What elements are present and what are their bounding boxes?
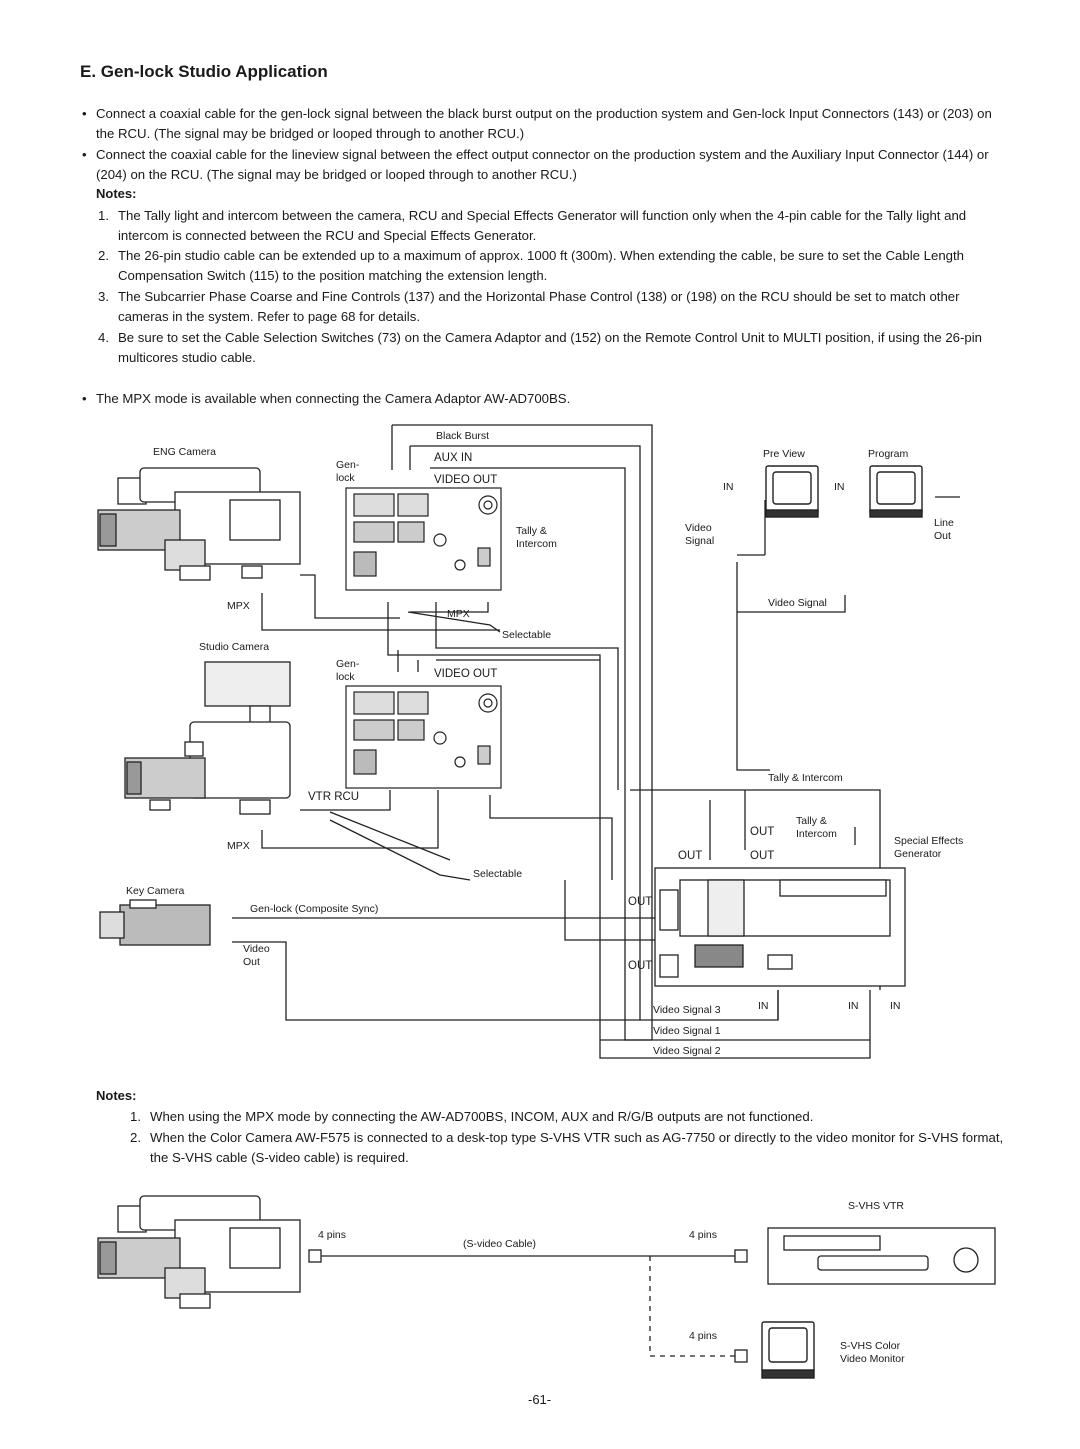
note-number: 2. <box>98 248 109 263</box>
genlock-composite-label: Gen-lock (Composite Sync) <box>250 903 379 915</box>
aux-in-line <box>410 445 641 1020</box>
page-number: -61- <box>528 1392 552 1407</box>
svhs-vtr-drawing <box>767 1227 996 1285</box>
note-number: 1. <box>130 1109 141 1124</box>
video-out-label-1: VIDEO OUT <box>434 474 498 486</box>
studio-camera-drawing <box>124 661 291 815</box>
svhs-monitor-drawing <box>761 1321 815 1379</box>
note-1-4: 4. Be sure to set the Cable Selection Sw… <box>98 328 1006 368</box>
eng-camera-drawing <box>97 467 301 581</box>
in-label-4: IN <box>848 1000 859 1012</box>
key-camera-label: Key Camera <box>126 885 185 897</box>
video-signal-2-line <box>387 602 871 1059</box>
video-signal-3-label: Video Signal 3 <box>653 1004 721 1016</box>
black-burst-line <box>392 424 653 1040</box>
black-burst-label: Black Burst <box>436 430 490 442</box>
video-signal-2-label: Video Signal 2 <box>653 1045 721 1057</box>
svhs-pins-label-2: 4 pins <box>689 1229 718 1241</box>
note-text: The Subcarrier Phase Coarse and Fine Con… <box>118 289 960 324</box>
special-effects-label: Special Effects Generator <box>894 835 964 860</box>
svhs-vtr-plug <box>734 1249 748 1263</box>
bullet-lineview: Connect the coaxial cable for the linevi… <box>82 145 1006 185</box>
program-monitor-drawing <box>869 465 923 518</box>
bullet-genlock: Connect a coaxial cable for the gen-lock… <box>82 104 1006 144</box>
note-text: When the Color Camera AW-F575 is connect… <box>150 1130 1004 1165</box>
note-2-2: 2. When the Color Camera AW-F575 is conn… <box>130 1128 1006 1168</box>
out-label-a: OUT <box>750 826 775 838</box>
mpx-label-1: MPX <box>227 600 250 612</box>
svhs-pins-label-3: 4 pins <box>689 1330 718 1342</box>
note-text: The 26-pin studio cable can be extended … <box>118 248 964 283</box>
vtr-rcu-label: VTR RCU <box>308 791 360 803</box>
selectable-label-1: Selectable <box>502 629 552 641</box>
video-signal-monitor-label: Video Signal <box>685 522 715 547</box>
note-text: The Tally light and intercom between the… <box>118 208 967 243</box>
svhs-vtr-label: S-VHS VTR <box>848 1200 905 1212</box>
out-label-e: OUT <box>628 960 653 972</box>
svhs-camera-plug <box>308 1249 322 1263</box>
preview-label: Pre View <box>763 448 805 460</box>
key-camera-drawing <box>99 899 211 946</box>
studio-camera-label: Studio Camera <box>199 641 270 653</box>
note-number: 3. <box>98 289 109 304</box>
video-signal-label: Video Signal <box>768 597 827 609</box>
rcu-unit-1 <box>345 487 502 591</box>
mpx-line-1 <box>261 593 500 631</box>
note-1-1: 1. The Tally light and intercom between … <box>98 206 1006 246</box>
note-number: 2. <box>130 1130 141 1145</box>
note-text: Be sure to set the Cable Selection Switc… <box>118 330 982 365</box>
special-effects-generator-drawing <box>654 867 906 987</box>
svideo-cable-label: (S-video Cable) <box>463 1238 536 1250</box>
out-label-c: OUT <box>750 850 775 862</box>
in-label-3: IN <box>758 1000 769 1012</box>
tally-intercom-label-2: Tally & Intercom <box>796 815 837 840</box>
rcu-tally-intercom-label: Tally & Intercom <box>516 525 557 550</box>
line-out-label: Line Out <box>934 517 954 542</box>
svhs-pins-label-1: 4 pins <box>318 1229 347 1241</box>
key-video-out-label: Video Out <box>243 943 270 968</box>
out-label-b: OUT <box>678 850 703 862</box>
video-signal-1-label: Video Signal 1 <box>653 1025 721 1037</box>
note-2-1: 1. When using the MPX mode by connecting… <box>130 1107 1006 1127</box>
notes-heading-1: Notes: <box>96 186 137 201</box>
genlock-label-2: Gen- lock <box>336 658 360 683</box>
preview-monitor-drawing <box>765 465 819 518</box>
genlock-label-1: Gen- lock <box>336 459 360 484</box>
program-label: Program <box>868 448 909 460</box>
bullet-mpx: The MPX mode is available when connectin… <box>82 389 1006 409</box>
out-label-d: OUT <box>628 896 653 908</box>
rcu-unit-2 <box>345 685 502 789</box>
note-number: 1. <box>98 208 109 223</box>
tally-intercom-label-1: Tally & Intercom <box>768 772 843 784</box>
svhs-monitor-label: S-VHS Color Video Monitor <box>840 1340 905 1365</box>
mpx-label-3: MPX <box>227 840 250 852</box>
eng-camera-label: ENG Camera <box>153 446 217 458</box>
note-number: 4. <box>98 330 109 345</box>
preview-in-label: IN <box>723 481 734 493</box>
selectable-label-2: Selectable <box>473 868 523 880</box>
in-label-5: IN <box>890 1000 901 1012</box>
video-signal-monitor-line <box>736 562 770 771</box>
mpx-line-2 <box>261 790 439 849</box>
program-in-label: IN <box>834 481 845 493</box>
svhs-monitor-plug <box>734 1349 748 1363</box>
aux-in-label: AUX IN <box>434 452 473 464</box>
section-title: E. Gen-lock Studio Application <box>80 62 328 81</box>
note-1-2: 2. The 26-pin studio cable can be extend… <box>98 246 1006 286</box>
mpx-label-2: MPX <box>447 608 470 620</box>
note-text: When using the MPX mode by connecting th… <box>150 1109 814 1124</box>
notes-heading-2: Notes: <box>96 1088 137 1103</box>
svhs-camera-drawing <box>97 1195 301 1309</box>
note-1-3: 3. The Subcarrier Phase Coarse and Fine … <box>98 287 1006 327</box>
video-out-label-2: VIDEO OUT <box>434 668 498 680</box>
